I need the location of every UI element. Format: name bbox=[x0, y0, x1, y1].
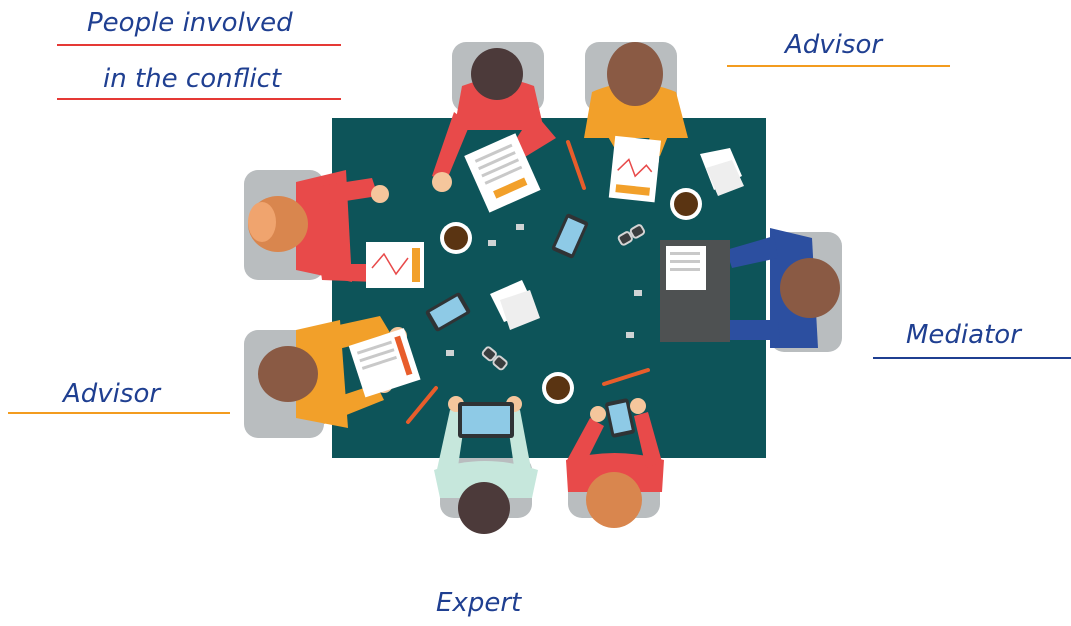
person-bottom-right bbox=[566, 398, 664, 528]
person-conflict-left bbox=[248, 170, 393, 282]
glasses-and-clips bbox=[446, 224, 646, 371]
mediator-underline bbox=[873, 357, 1071, 359]
label-expert: Expert bbox=[436, 588, 522, 618]
head-dark-hair bbox=[458, 482, 510, 534]
label-advisor-left: Advisor bbox=[63, 379, 161, 409]
devices bbox=[425, 213, 635, 438]
conflict-underline-1 bbox=[57, 44, 341, 46]
head-dark-hair bbox=[471, 48, 523, 100]
documents bbox=[348, 133, 744, 398]
laptop bbox=[660, 240, 730, 342]
label-mediator: Mediator bbox=[906, 320, 1021, 350]
advisor-left-underline bbox=[8, 412, 230, 414]
label-people-involved-line1: People involved bbox=[87, 8, 293, 38]
pens bbox=[406, 140, 650, 424]
head-brown-hair bbox=[780, 258, 840, 318]
person-mediator bbox=[692, 228, 840, 348]
conflict-underline-2 bbox=[57, 98, 341, 100]
coffee-cups bbox=[440, 188, 702, 404]
advisor-top-underline bbox=[727, 65, 950, 67]
label-people-involved-line2: in the conflict bbox=[103, 64, 282, 94]
label-advisor-top: Advisor bbox=[785, 30, 883, 60]
head-brown-hair bbox=[607, 42, 663, 106]
head-brown-hair bbox=[258, 346, 318, 402]
head-ginger-hair bbox=[586, 472, 642, 528]
